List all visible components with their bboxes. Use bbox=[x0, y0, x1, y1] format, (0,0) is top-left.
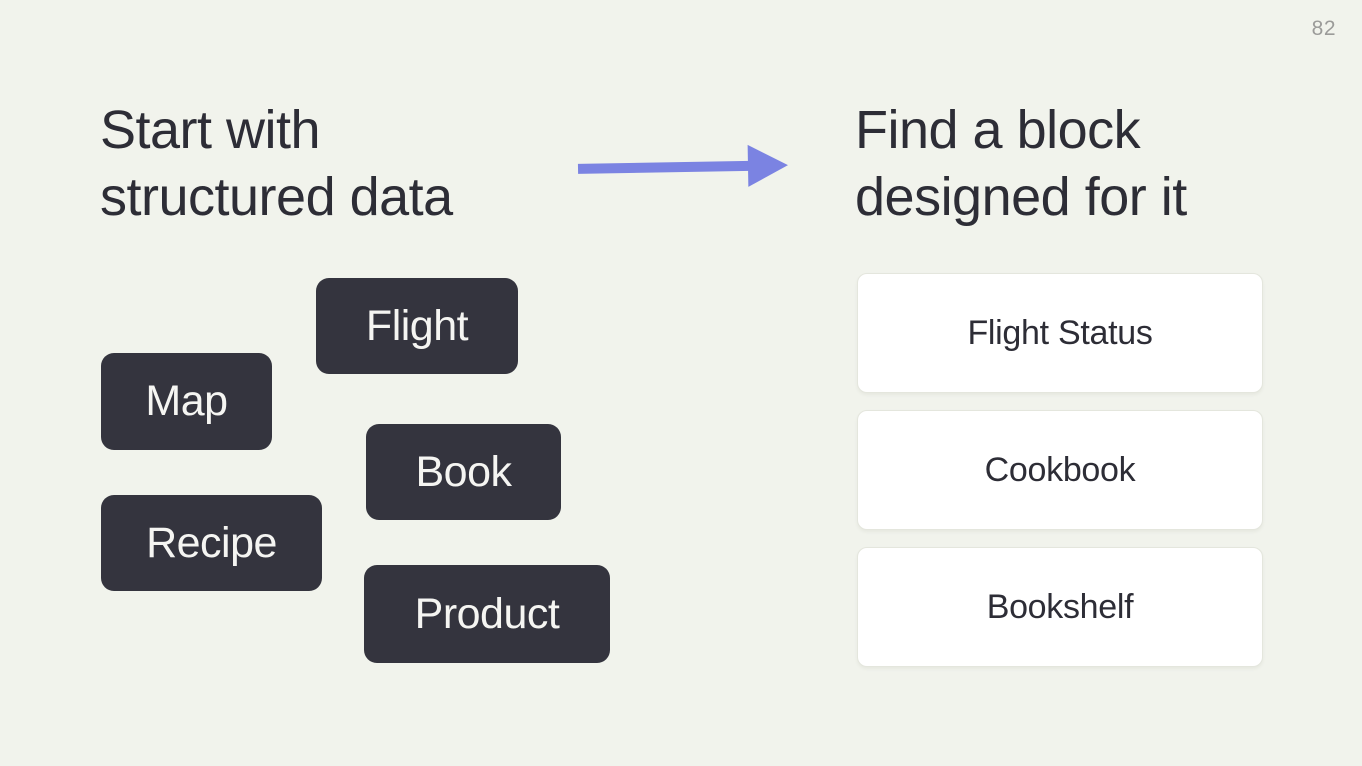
block-card-list: Flight Status Cookbook Bookshelf bbox=[857, 273, 1263, 667]
right-arrow-icon bbox=[577, 144, 788, 187]
page-number: 82 bbox=[1311, 17, 1336, 40]
block-card-cookbook-label: Cookbook bbox=[984, 450, 1136, 489]
block-card-bookshelf: Bookshelf bbox=[857, 547, 1263, 667]
chip-map: Map bbox=[101, 353, 272, 450]
chip-product-label: Product bbox=[414, 589, 560, 638]
chip-book: Book bbox=[366, 424, 561, 520]
chip-map-label: Map bbox=[145, 377, 228, 425]
left-heading: Start with structured data bbox=[100, 100, 453, 227]
chip-flight-label: Flight bbox=[365, 301, 469, 350]
block-card-flight-status: Flight Status bbox=[857, 273, 1263, 393]
chip-recipe-label: Recipe bbox=[146, 518, 277, 567]
block-card-flight-status-label: Flight Status bbox=[967, 313, 1153, 352]
chip-book-label: Book bbox=[415, 447, 512, 496]
chip-product: Product bbox=[364, 565, 610, 663]
block-card-bookshelf-label: Bookshelf bbox=[986, 587, 1134, 626]
chip-recipe: Recipe bbox=[101, 495, 322, 591]
chip-flight: Flight bbox=[316, 278, 518, 374]
right-heading: Find a block designed for it bbox=[855, 100, 1187, 227]
block-card-cookbook: Cookbook bbox=[857, 410, 1263, 530]
